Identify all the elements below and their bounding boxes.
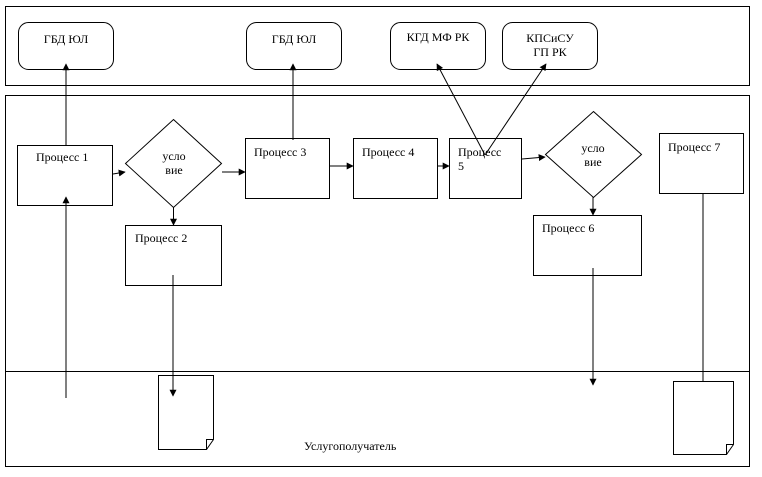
system-box-kpsisu xyxy=(502,22,598,70)
decision-label-1: усло вие xyxy=(162,149,186,177)
system-label-gbd-1: ГБД ЮЛ xyxy=(43,32,89,46)
lane-processing xyxy=(5,95,750,467)
system-box-gbd-2 xyxy=(246,22,342,70)
process-box-1 xyxy=(17,145,113,206)
document-2 xyxy=(673,381,734,455)
process-label-2: Процесс 2 xyxy=(135,231,188,245)
system-box-gbd-1 xyxy=(18,22,114,70)
document-1 xyxy=(158,375,214,450)
process-label-3: Процесс 3 xyxy=(254,145,307,159)
process-label-1: Процесс 1 xyxy=(36,150,89,164)
process-label-7: Процесс 7 xyxy=(668,140,721,154)
arrow-p1-to-d1 xyxy=(112,169,126,177)
arrow-p5-to-d2 xyxy=(521,154,546,162)
process-box-6 xyxy=(533,215,642,276)
system-label-gbd-2: ГБД ЮЛ xyxy=(271,32,317,46)
process-box-7 xyxy=(659,133,744,194)
process-label-4: Процесс 4 xyxy=(362,145,415,159)
process-label-6: Процесс 6 xyxy=(542,221,595,235)
process-label-5: Процесс 5 xyxy=(458,145,502,173)
lane-systems xyxy=(5,6,750,86)
arrow-p5-to-kgd xyxy=(436,63,486,156)
decision-label-2: усло вие xyxy=(581,141,605,169)
lane-label-recipient: Услугополучатель xyxy=(304,439,397,453)
system-label-kpsisu: КПСиСУ ГП РК xyxy=(526,31,574,59)
system-label-kgd: КГД МФ РК xyxy=(406,30,470,44)
arrow-p5-to-kpsisu xyxy=(484,63,547,156)
